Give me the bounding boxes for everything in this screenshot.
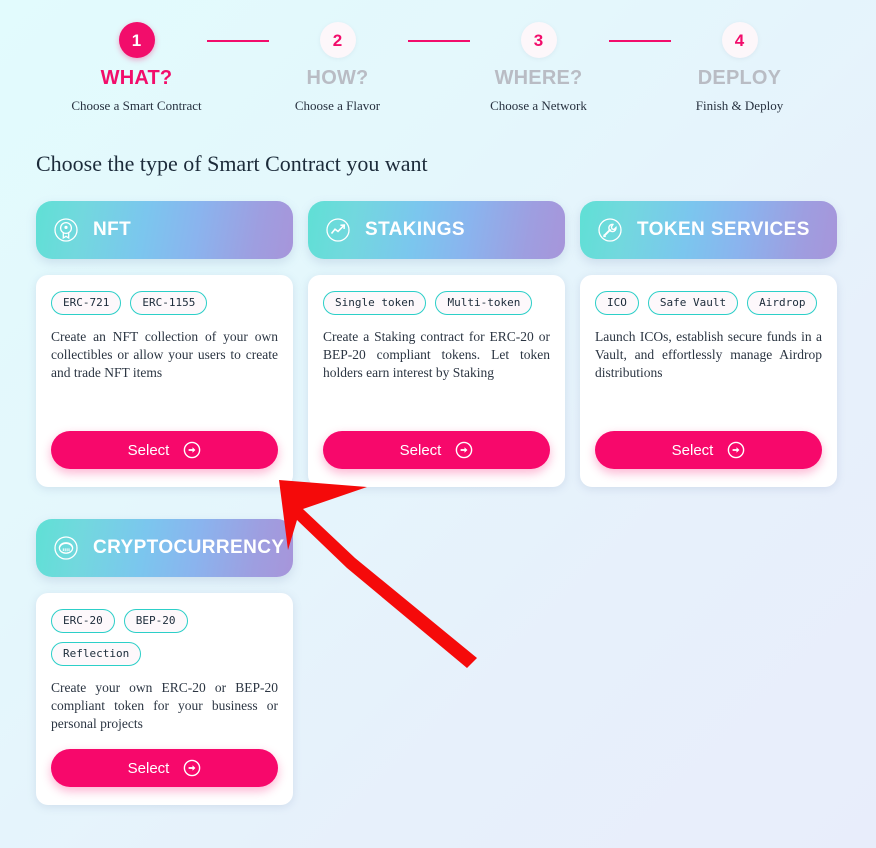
tag-list-nft: ERC-721 ERC-1155 [51, 291, 278, 316]
select-button-label: Select [399, 441, 442, 459]
category-header-nft[interactable]: NFT [36, 201, 293, 259]
select-button-cryptocurrency[interactable]: Select [51, 749, 278, 788]
select-button-stakings[interactable]: Select [323, 431, 550, 469]
tag-list-stakings: Single token Multi-token [323, 291, 550, 316]
category-title-token-services: TOKEN SERVICES [637, 219, 810, 240]
category-group-cryptocurrency: CRYPTOCURRENCY ERC-20 BEP-20 Reflection … [36, 519, 293, 806]
tag-item[interactable]: Single token [323, 291, 427, 316]
tag-item[interactable]: Reflection [51, 642, 142, 667]
category-title-stakings: STAKINGS [365, 219, 465, 240]
tag-item[interactable]: Multi-token [435, 291, 533, 316]
category-card-token-services: ICO Safe Vault Airdrop Launch ICOs, esta… [580, 275, 837, 487]
tag-item[interactable]: ICO [595, 291, 639, 316]
step-connector-2 [408, 40, 470, 42]
arrow-right-circle-icon [183, 759, 201, 777]
page-title: Choose the type of Smart Contract you wa… [36, 151, 428, 176]
select-button-nft[interactable]: Select [51, 431, 278, 469]
step-1-subtitle: Choose a Smart Contract [71, 98, 202, 113]
category-card-nft: ERC-721 ERC-1155 Create an NFT collectio… [36, 275, 293, 487]
select-button-label: Select [127, 441, 170, 459]
step-3-title: WHERE? [494, 67, 583, 89]
category-card-cryptocurrency: ERC-20 BEP-20 Reflection Create your own… [36, 593, 293, 806]
step-2-number: 2 [319, 22, 356, 58]
step-4-number: 4 [721, 22, 758, 58]
category-group-stakings: STAKINGS Single token Multi-token Create… [308, 201, 565, 487]
step-2-title: HOW? [306, 67, 369, 89]
step-1-title: WHAT? [100, 67, 173, 89]
progress-stepper: 1 WHAT? Choose a Smart Contract 2 HOW? C… [0, 0, 876, 114]
wrench-icon [596, 216, 624, 244]
stepper-step-3[interactable]: 3 WHERE? Choose a Network [438, 22, 671, 114]
arrow-right-circle-icon [727, 441, 745, 459]
category-header-stakings[interactable]: STAKINGS [308, 201, 565, 259]
step-connector-3 [609, 40, 671, 42]
step-4-title: DEPLOY [697, 67, 782, 89]
coin-icon [52, 534, 80, 562]
chart-line-up-icon [324, 216, 352, 244]
category-description-nft: Create an NFT collection of your own col… [51, 329, 278, 381]
select-button-token-services[interactable]: Select [595, 431, 822, 469]
tag-item[interactable]: ERC-20 [51, 609, 115, 634]
contract-type-grid: NFT ERC-721 ERC-1155 Create an NFT colle… [36, 201, 846, 487]
category-header-cryptocurrency[interactable]: CRYPTOCURRENCY [36, 519, 293, 577]
tag-list-cryptocurrency: ERC-20 BEP-20 Reflection [51, 609, 278, 667]
arrow-right-circle-icon [455, 441, 473, 459]
tag-item[interactable]: Airdrop [747, 291, 818, 316]
category-title-cryptocurrency: CRYPTOCURRENCY [93, 537, 285, 558]
stepper-step-1[interactable]: 1 WHAT? Choose a Smart Contract [36, 22, 269, 114]
category-description-cryptocurrency: Create your own ERC-20 or BEP-20 complia… [51, 680, 278, 732]
nft-badge-icon [52, 216, 80, 244]
category-header-token-services[interactable]: TOKEN SERVICES [580, 201, 837, 259]
stepper-step-4[interactable]: 4 DEPLOY Finish & Deploy [639, 22, 840, 114]
tag-item[interactable]: BEP-20 [123, 609, 188, 634]
step-3-number: 3 [520, 22, 557, 58]
step-2-subtitle: Choose a Flavor [294, 98, 381, 113]
tag-item[interactable]: ERC-721 [51, 291, 122, 316]
stepper-step-2[interactable]: 2 HOW? Choose a Flavor [237, 22, 470, 114]
arrow-right-circle-icon [183, 441, 201, 459]
category-title-nft: NFT [93, 219, 132, 240]
category-card-stakings: Single token Multi-token Create a Stakin… [308, 275, 565, 487]
category-description-stakings: Create a Staking contract for ERC-20 or … [323, 329, 550, 381]
step-3-subtitle: Choose a Network [490, 98, 587, 113]
tag-item[interactable]: ERC-1155 [130, 291, 208, 316]
category-description-token-services: Launch ICOs, establish secure funds in a… [595, 329, 822, 381]
tag-list-token-services: ICO Safe Vault Airdrop [595, 291, 822, 316]
category-group-token-services: TOKEN SERVICES ICO Safe Vault Airdrop La… [580, 201, 837, 487]
select-button-label: Select [671, 441, 714, 459]
step-connector-1 [207, 40, 269, 42]
select-button-label: Select [127, 759, 170, 777]
step-1-number: 1 [118, 22, 155, 58]
tag-item[interactable]: Safe Vault [647, 291, 739, 316]
step-4-subtitle: Finish & Deploy [695, 98, 784, 113]
category-group-nft: NFT ERC-721 ERC-1155 Create an NFT colle… [36, 201, 293, 487]
